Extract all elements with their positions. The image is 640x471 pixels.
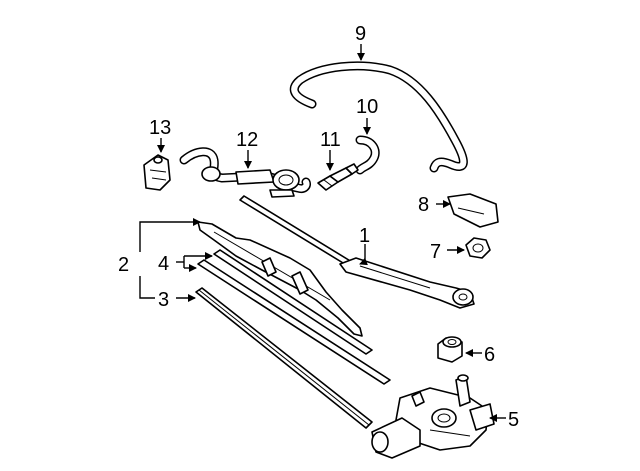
wiper-blade-refill bbox=[195, 287, 373, 429]
callout-7: 7 bbox=[430, 241, 441, 263]
bracket-2 bbox=[139, 221, 190, 252]
callout-10: 10 bbox=[356, 96, 378, 118]
callout-1: 1 bbox=[359, 225, 370, 247]
washer-hose-long bbox=[289, 61, 468, 173]
arm-cover-cap bbox=[447, 193, 499, 228]
leader-lines bbox=[139, 44, 506, 422]
washer-hose-short bbox=[355, 135, 380, 175]
callout-11: 11 bbox=[320, 129, 341, 151]
wiper-motor bbox=[371, 374, 495, 459]
arm-nut bbox=[465, 237, 491, 259]
callout-3: 3 bbox=[158, 289, 169, 311]
washer-nozzle bbox=[143, 154, 171, 191]
wiper-arm bbox=[239, 195, 475, 309]
callout-9: 9 bbox=[355, 23, 366, 45]
callouts: 1 2 3 4 5 6 7 8 9 10 11 12 13 bbox=[118, 23, 519, 431]
callout-8: 8 bbox=[418, 194, 429, 216]
callout-13: 13 bbox=[149, 117, 171, 139]
pivot-grommet bbox=[437, 336, 463, 363]
callout-2: 2 bbox=[118, 254, 129, 276]
hose-connector bbox=[317, 163, 359, 191]
callout-5: 5 bbox=[508, 409, 519, 431]
bracket-2-low bbox=[139, 276, 155, 299]
leader-1 bbox=[359, 244, 368, 266]
callout-12: 12 bbox=[236, 129, 258, 151]
hose-assembly bbox=[179, 147, 311, 198]
wiper-blade-assembly bbox=[197, 221, 391, 385]
callout-4: 4 bbox=[158, 253, 169, 275]
callout-6: 6 bbox=[484, 344, 495, 366]
